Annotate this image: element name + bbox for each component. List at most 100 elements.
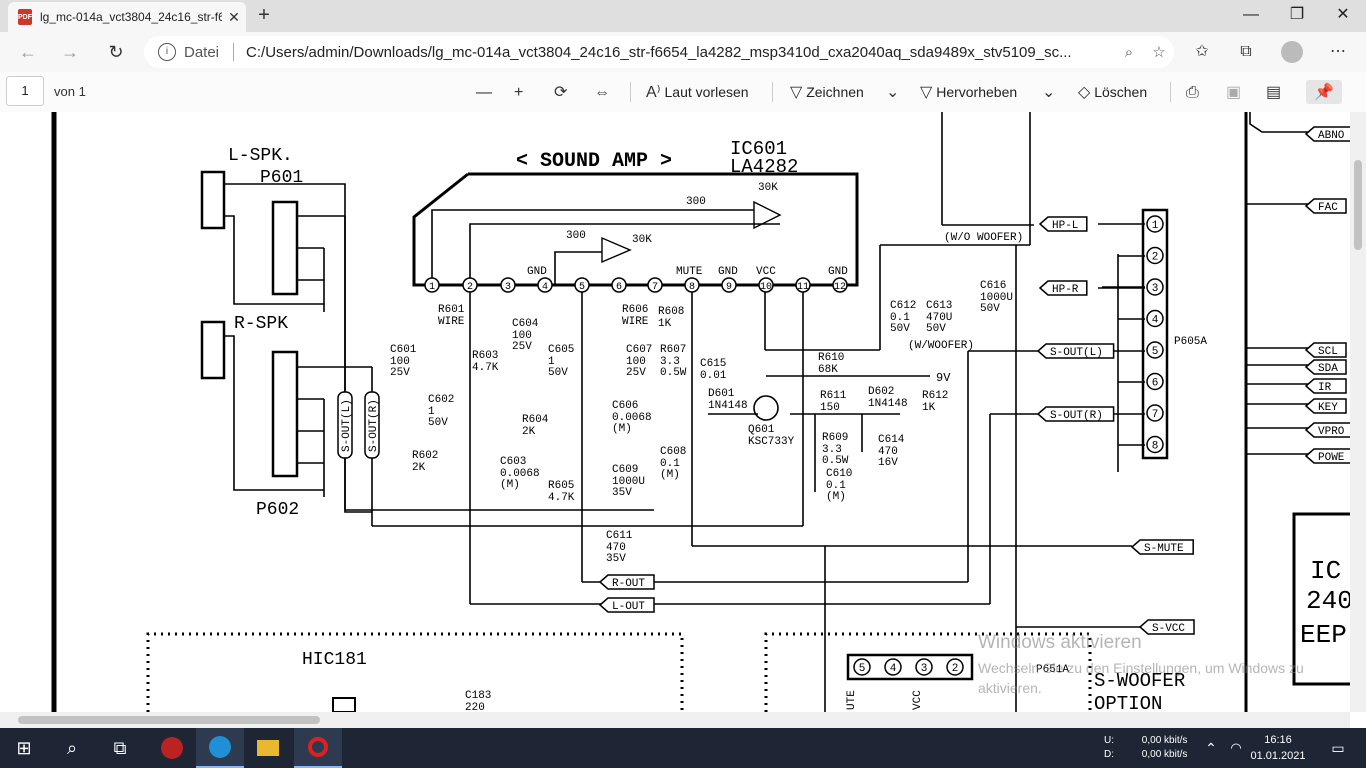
connector-tag: S-OUT(L)	[1036, 343, 1115, 359]
page-number-input[interactable]: 1	[6, 76, 44, 106]
vertical-scroll-thumb[interactable]	[1354, 160, 1362, 250]
zoom-in-icon[interactable]: +	[514, 84, 524, 101]
info-icon[interactable]: i	[158, 43, 176, 61]
component-value: 1N4148	[708, 400, 748, 412]
component-ref: R608	[658, 306, 684, 318]
highlight-button[interactable]: ▽ Hervorheben	[920, 80, 1017, 104]
component-ref: C183	[465, 690, 491, 702]
p651-pin: 5	[853, 658, 871, 676]
draw-chevron-down-icon[interactable]: ⌄	[886, 84, 900, 101]
ic-pin: 2	[462, 277, 478, 293]
wo-woofer-label: (W/O WOOFER)	[944, 232, 1023, 244]
component-ref: C615	[700, 358, 726, 370]
horizontal-scrollbar[interactable]	[0, 712, 1350, 728]
read-aloud-button[interactable]: A⁾ Laut vorlesen	[646, 80, 749, 104]
vertical-scrollbar[interactable]	[1350, 112, 1366, 712]
print-icon[interactable]: ⎙	[1186, 84, 1199, 101]
rotate-icon[interactable]: ⟳	[554, 84, 568, 101]
svg-text:8: 8	[1152, 441, 1159, 453]
opera-browser-icon[interactable]	[294, 728, 342, 768]
fit-page-icon[interactable]: ⇔	[594, 84, 610, 101]
component-ref: C604	[512, 318, 539, 330]
svg-text:9: 9	[726, 282, 732, 293]
svg-text:POWE: POWE	[1318, 452, 1345, 464]
notification-icon[interactable]: ▭	[1331, 739, 1345, 756]
p605-pin: 8	[1146, 435, 1164, 454]
minimize-button[interactable]: —	[1243, 6, 1259, 23]
component-ref: C607	[626, 344, 652, 356]
edge-browser-icon[interactable]	[196, 728, 244, 768]
search-icon[interactable]: ⌕	[66, 737, 78, 758]
svg-text:2: 2	[467, 282, 473, 293]
component-value: 68K	[818, 364, 838, 376]
task-view-icon[interactable]: ⧉	[113, 737, 127, 758]
collections-icon[interactable]: ⧉	[1240, 43, 1252, 60]
s-woofer-label: S-WOOFER	[1094, 670, 1185, 692]
wifi-icon[interactable]: ◠	[1230, 740, 1242, 755]
svg-text:3: 3	[921, 663, 928, 675]
network-speed: U: 0,00 kbit/s D: 0,00 kbit/s	[1104, 734, 1187, 762]
close-window-button[interactable]: ✕	[1336, 6, 1350, 23]
pin-label-mute: MUTE	[676, 266, 703, 278]
save-as-icon[interactable]: ▤	[1266, 84, 1282, 101]
component-value: 0.1	[826, 480, 846, 492]
favorites-icon[interactable]: ✩	[1195, 43, 1209, 60]
highlight-chevron-down-icon[interactable]: ⌄	[1042, 84, 1056, 101]
chevron-up-icon[interactable]: ⌃	[1205, 739, 1217, 756]
address-bar[interactable]: i Datei C:/Users/admin/Downloads/lg_mc-0…	[144, 36, 1174, 68]
component-value: 50V	[548, 367, 568, 379]
component-value: 50V	[428, 417, 448, 429]
favorite-star-icon[interactable]: ☆	[1152, 44, 1166, 61]
save-icon[interactable]: ▣	[1226, 84, 1242, 101]
forward-arrow-icon[interactable]: →	[61, 42, 79, 62]
horizontal-scroll-thumb[interactable]	[18, 716, 320, 724]
p651a-pin-label: VCC	[912, 690, 924, 710]
svg-text:4: 4	[890, 663, 897, 675]
maximize-button[interactable]: ❐	[1289, 6, 1305, 23]
zoom-out-icon[interactable]: —	[476, 84, 492, 101]
ic-pin: 11	[795, 277, 811, 293]
page-total: von 1	[54, 84, 86, 99]
file-explorer-icon[interactable]	[244, 728, 292, 768]
back-arrow-icon[interactable]: ←	[19, 42, 37, 62]
profile-avatar[interactable]	[1276, 38, 1308, 66]
svg-text:7: 7	[652, 282, 658, 293]
new-tab-button[interactable]: +	[258, 4, 270, 26]
zoom-icon[interactable]: ⌕	[1124, 43, 1134, 61]
ic-ref-label: IC601	[730, 138, 787, 160]
svg-text:7: 7	[1152, 409, 1159, 421]
tab-title: lg_mc-014a_vct3804_24c16_str-f6	[40, 10, 222, 24]
component-value: 0.0068	[612, 412, 652, 424]
more-options-icon[interactable]: ⋯	[1330, 43, 1346, 60]
app-red-icon[interactable]	[148, 728, 196, 768]
component-value: 3.3	[822, 444, 842, 456]
p601-label: P601	[260, 168, 303, 188]
component-ref: C609	[612, 464, 638, 476]
component-ref: C610	[826, 468, 852, 480]
component-value: 4.7K	[548, 492, 575, 504]
component-value: 16V	[878, 457, 898, 469]
url-text[interactable]: C:/Users/admin/Downloads/lg_mc-014a_vct3…	[246, 43, 1072, 61]
browser-tab[interactable]: PDF lg_mc-014a_vct3804_24c16_str-f6 ✕	[8, 2, 246, 32]
feedback-label-4: 30K	[632, 234, 652, 246]
connector-tag: S-MUTE	[1130, 539, 1194, 555]
read-aloud-label: Laut vorlesen	[664, 84, 749, 100]
system-clock[interactable]: 16:16 01.01.2021	[1248, 732, 1308, 764]
windows-start-icon[interactable]: ⊞	[16, 737, 32, 758]
p651-pin: 3	[915, 658, 933, 676]
draw-button[interactable]: ▽ Zeichnen	[790, 80, 864, 104]
pin-toolbar-icon[interactable]: 📌	[1306, 80, 1342, 104]
refresh-icon[interactable]: ↻	[108, 42, 124, 62]
svg-text:1: 1	[429, 282, 435, 293]
component-ref: D601	[708, 388, 735, 400]
connector-tag: POWE	[1304, 448, 1350, 464]
erase-button[interactable]: ◇ Löschen	[1078, 80, 1147, 104]
pin-label-vcc: VCC	[756, 266, 776, 278]
net-up-label: U:	[1104, 735, 1114, 746]
component-ref: R606	[622, 304, 648, 316]
svg-text:2: 2	[952, 663, 959, 675]
tab-close-icon[interactable]: ✕	[228, 8, 240, 25]
ic-pin: 8	[684, 277, 700, 293]
